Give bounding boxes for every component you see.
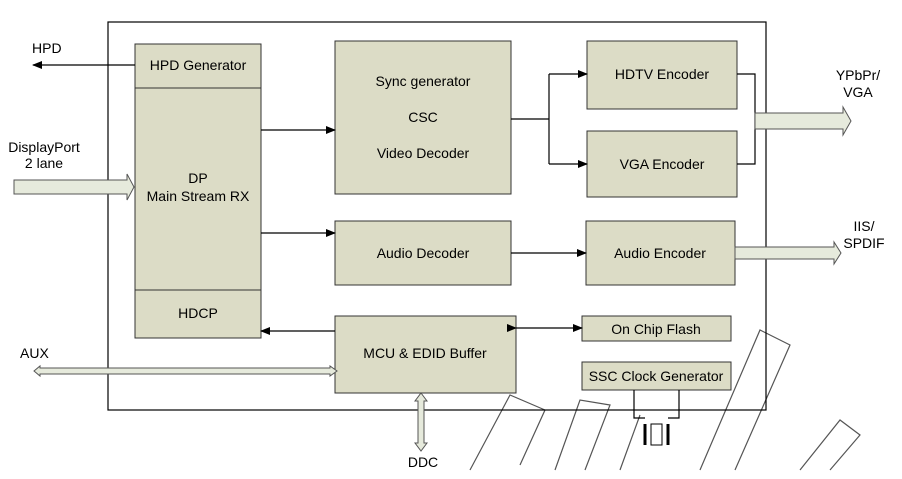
ypbpr-label-line1: YPbPr/ xyxy=(836,67,880,83)
audio-output-arrow xyxy=(734,240,842,266)
hdtv-encoder-label: HDTV Encoder xyxy=(615,66,709,82)
ddc-bidirectional-arrow xyxy=(414,392,428,452)
on-chip-flash-block xyxy=(581,315,732,342)
crystal-wire-left xyxy=(633,390,645,419)
aux-bidirectional-arrow xyxy=(33,364,338,378)
audio-decoder-block xyxy=(334,220,512,286)
hpd-generator-label: HPD Generator xyxy=(150,57,247,73)
mcu-edid-label: MCU & EDID Buffer xyxy=(363,345,487,361)
ddc-signal-label: DDC xyxy=(408,454,438,470)
csc-label: CSC xyxy=(408,109,438,125)
vga-encoder-block xyxy=(586,130,738,198)
mcu-edid-block xyxy=(334,315,517,394)
dp-rx-label-line2: Main Stream RX xyxy=(147,188,250,204)
on-chip-flash-label: On Chip Flash xyxy=(611,321,700,337)
video-output-arrow xyxy=(754,105,852,137)
sync-generator-label: Sync generator xyxy=(376,73,471,89)
vga-encoder-label: VGA Encoder xyxy=(620,156,705,172)
iis-label-line2: SPDIF xyxy=(843,235,884,251)
dp-rx-label-line1: DP xyxy=(188,170,207,186)
hpd-signal-label: HPD xyxy=(32,40,62,56)
video-proc-block xyxy=(334,40,512,195)
aux-signal-label: AUX xyxy=(20,345,49,361)
ypbpr-label-line2: VGA xyxy=(843,84,873,100)
ssc-clock-label: SSC Clock Generator xyxy=(589,368,724,384)
ssc-clock-block xyxy=(581,361,732,391)
audio-encoder-block xyxy=(585,220,736,286)
encoder-merge-line xyxy=(737,73,756,165)
dp-rx-block xyxy=(134,87,262,291)
displayport-label-line1: DisplayPort xyxy=(8,139,80,155)
displayport-input-arrow xyxy=(13,173,135,201)
audio-encoder-label: Audio Encoder xyxy=(614,245,706,261)
crystal-wire-right xyxy=(668,390,680,419)
hdcp-label: HDCP xyxy=(178,305,218,321)
video-decoder-label: Video Decoder xyxy=(377,145,470,161)
chip-boundary xyxy=(107,21,767,411)
iis-label-line1: IIS/ xyxy=(853,218,874,234)
displayport-label-line2: 2 lane xyxy=(25,155,63,171)
crystal-body xyxy=(650,423,663,446)
hdcp-block xyxy=(134,289,262,339)
audio-decoder-label: Audio Decoder xyxy=(377,245,470,261)
watermark xyxy=(469,329,861,471)
